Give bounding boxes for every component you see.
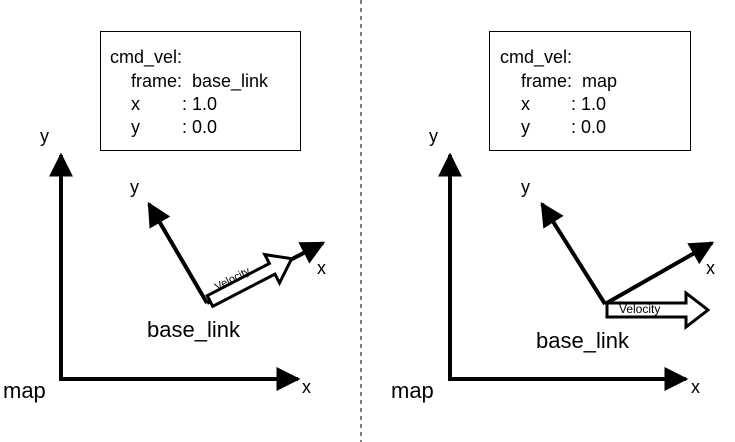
right-info-frame-value: map <box>582 71 618 91</box>
right-base-link-y-label: y <box>521 177 530 197</box>
right-info-x-value: : 1.0 <box>571 94 607 114</box>
right-info-title: cmd_vel: <box>500 47 573 67</box>
right-base-link-y-axis <box>540 201 607 306</box>
right-base-link-label: base_link <box>536 328 629 353</box>
left-info-frame-key: frame: <box>131 71 183 91</box>
left-info-x-value: : 1.0 <box>182 94 218 114</box>
right-info-frame-key: frame: <box>521 71 573 91</box>
left-base-link-label: base_link <box>147 317 240 342</box>
left-info-y-value: : 0.0 <box>182 117 218 137</box>
right-map-label: map <box>391 378 434 403</box>
right-base-link-x-axis <box>604 241 715 306</box>
left-velocity-arrow <box>205 252 294 309</box>
left-info-y-key: y <box>131 117 140 137</box>
right-info-box: cmd_vel: frame: map x : 1.0 y : 0.0 <box>489 31 691 151</box>
right-map-x-label: x <box>691 377 700 397</box>
left-base-link-y-axis <box>147 201 209 305</box>
right-base-link-x-label: x <box>706 258 715 278</box>
right-info-y-key: y <box>521 117 530 137</box>
left-info-frame-value: base_link <box>192 71 269 91</box>
left-map-x-label: x <box>302 377 311 397</box>
left-info-title: cmd_vel: <box>110 47 183 67</box>
left-map-y-label: y <box>40 126 49 146</box>
left-info-x-key: x <box>131 94 140 114</box>
right-info-x-key: x <box>521 94 530 114</box>
left-info-box: cmd_vel: frame: base_link x : 1.0 y : 0.… <box>100 31 301 151</box>
left-base-link-y-label: y <box>130 177 139 197</box>
right-map-y-label: y <box>429 126 438 146</box>
right-info-y-value: : 0.0 <box>571 117 607 137</box>
right-velocity-arrow <box>605 289 711 331</box>
left-map-label: map <box>3 378 46 403</box>
left-base-link-x-label: x <box>317 258 326 278</box>
right-velocity-label: Velocity <box>619 302 661 316</box>
